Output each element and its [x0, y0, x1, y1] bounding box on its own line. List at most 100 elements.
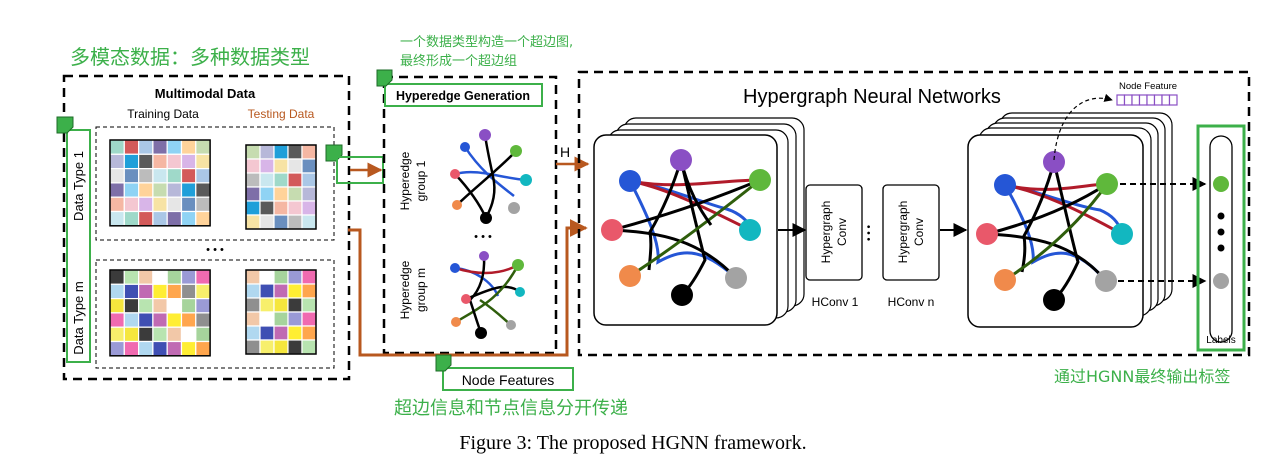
labels-highlight-box — [1196, 124, 1246, 352]
matrix-cell — [109, 298, 125, 314]
matrix-cell — [301, 158, 317, 174]
training-matrix-type-1 — [109, 139, 211, 227]
matrix-cell — [166, 196, 183, 213]
hyperedge — [629, 178, 761, 278]
matrix-cell — [180, 196, 197, 213]
matrix-cell — [180, 340, 197, 357]
multimodal-panel-border — [62, 74, 351, 381]
graph-node — [450, 169, 460, 179]
matrix-cell — [301, 283, 317, 299]
matrix-cell — [301, 172, 317, 188]
matrix-cell — [273, 200, 289, 216]
matrix-cell — [123, 340, 140, 357]
matrix-cell — [123, 139, 140, 155]
matrix-cell — [109, 210, 125, 227]
hyperedge — [1004, 183, 1109, 282]
matrix-cell — [138, 182, 154, 198]
graph-node — [510, 145, 522, 157]
matrix-cell — [287, 186, 303, 202]
matrix-cell — [180, 283, 197, 300]
matrix-cell — [123, 298, 140, 314]
matrix-cell — [259, 283, 275, 299]
label-ellipsis-dot — [1217, 244, 1225, 252]
matrix-cell — [287, 200, 303, 216]
matrix-cell — [195, 210, 211, 227]
matrix-cell — [166, 312, 183, 328]
matrix-cell — [287, 158, 303, 174]
matrix-cell — [180, 269, 197, 285]
matrix-cell — [138, 326, 154, 343]
matrix-cell — [245, 339, 261, 355]
labels-column — [1209, 135, 1233, 343]
matrix-cell — [152, 153, 168, 170]
matrix-cell — [180, 153, 197, 170]
matrix-cell — [287, 297, 303, 313]
matrix-cell — [259, 339, 275, 355]
matrix-cell — [109, 168, 125, 184]
hyperedge — [647, 159, 683, 271]
matrix-cell — [123, 168, 140, 184]
matrix-cell — [180, 210, 197, 227]
matrix-cell — [273, 158, 289, 174]
matrix-cell — [287, 283, 303, 299]
matrix-cell — [166, 269, 183, 285]
matrix-cell — [259, 186, 275, 202]
matrix-cell — [195, 153, 211, 170]
node-features-label: Node Features — [462, 372, 555, 388]
matrix-cell — [195, 340, 211, 357]
hyperedge-generation-panel: Hyperedge Generation Hyperedge group 1 H… — [376, 69, 558, 355]
matrix-cell — [152, 196, 168, 213]
matrix-cell — [109, 196, 125, 213]
matrix-cell — [152, 139, 168, 155]
hyperedge-annotation-line2: 最终形成一个超边组 — [400, 53, 517, 69]
matrix-cell — [180, 312, 197, 328]
matrix-cell — [195, 283, 211, 300]
matrix-cell — [245, 283, 261, 299]
graph-node — [739, 219, 761, 241]
hyperedge-panel-border — [382, 75, 558, 355]
matrix-cell — [109, 153, 125, 170]
matrix-cell — [166, 283, 183, 300]
matrix-cell — [138, 269, 154, 285]
matrix-cell — [273, 144, 289, 160]
matrix-cell — [152, 312, 168, 328]
label-ellipsis-dot — [1217, 228, 1225, 236]
convn-label-line1: Hypergraph — [896, 201, 910, 264]
hyperedge — [454, 173, 488, 219]
matrix-cell — [273, 325, 289, 341]
matrix-cell — [195, 269, 211, 285]
graph-node — [725, 267, 747, 289]
graph-node — [475, 327, 487, 339]
matrix-cell — [109, 312, 125, 328]
matrix-cell — [259, 200, 275, 216]
feature-vector-cell — [1116, 94, 1126, 106]
training-data-label: Training Data — [127, 107, 199, 121]
graph-node — [461, 294, 471, 304]
matrix-cell — [138, 196, 154, 213]
matrix-cell — [138, 340, 154, 357]
feature-vector-cell — [1138, 94, 1148, 106]
matrix-cell — [273, 186, 289, 202]
matrix-cell — [109, 269, 125, 285]
matrix-cell — [287, 339, 303, 355]
data-type-m-group — [95, 259, 335, 369]
matrix-cell — [245, 297, 261, 313]
matrix-cell — [273, 283, 289, 299]
hyperedge — [479, 298, 512, 326]
matrix-cell — [273, 297, 289, 313]
graph-node — [749, 169, 771, 191]
matrix-cell — [259, 214, 275, 230]
matrix-cell — [301, 311, 317, 327]
multimodal-title: Multimodal Data — [155, 86, 256, 101]
matrix-cell — [123, 153, 140, 170]
convn-label-line2: Conv — [912, 218, 926, 246]
matrix-cell — [245, 172, 261, 188]
hyperedge-title-box — [384, 83, 543, 107]
matrix-border — [109, 139, 211, 227]
matrix-cell — [287, 269, 303, 285]
hgnn-title: Hypergraph Neural Networks — [743, 86, 1001, 108]
hyperedge — [611, 178, 761, 232]
hyperedge — [628, 180, 738, 280]
input-hypergraph-stack — [593, 117, 805, 326]
multimodal-data-panel: Multimodal Data Training Data Testing Da… — [56, 74, 351, 381]
